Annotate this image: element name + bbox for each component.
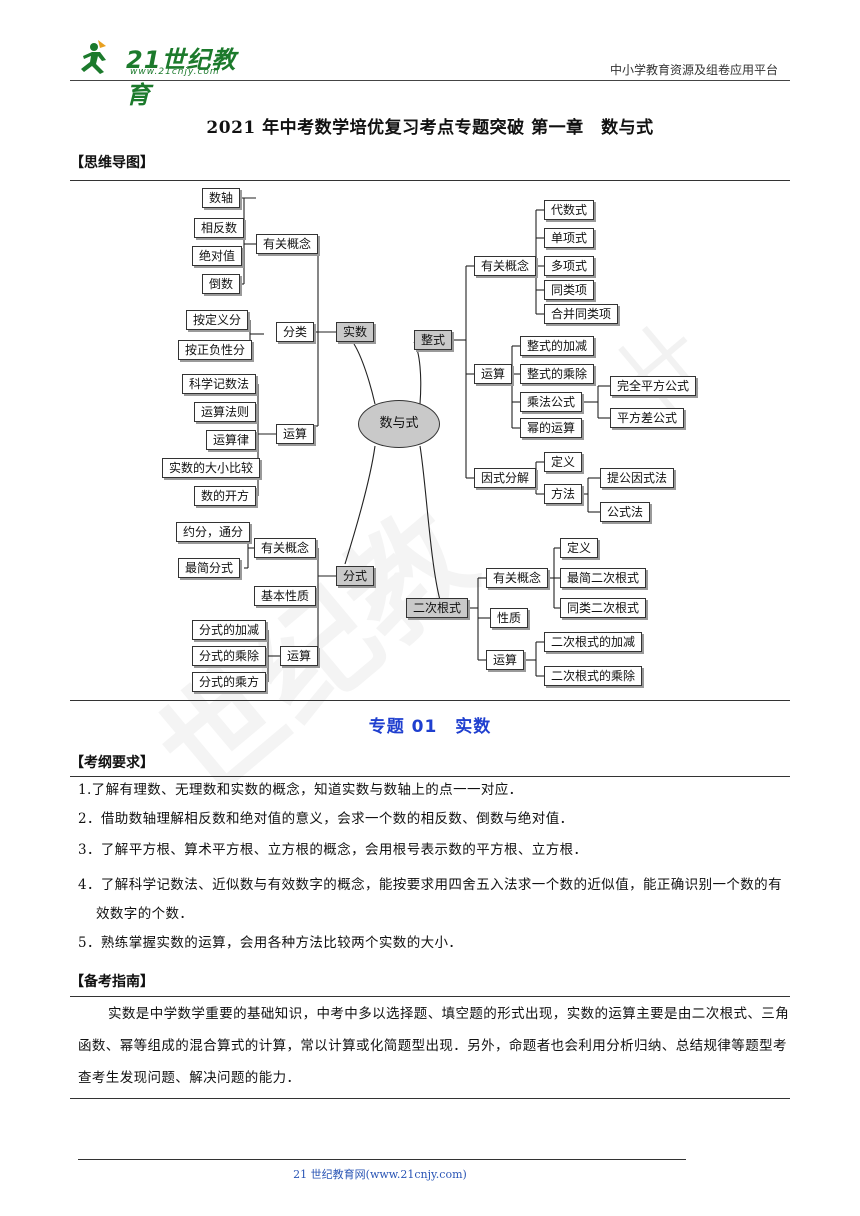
node-kaifang: 数的开方 bbox=[194, 486, 257, 506]
node-yinshi-fangfa: 方法 bbox=[544, 484, 583, 504]
mindmap-connectors bbox=[234, 197, 610, 683]
mind-map: 数与式 实数 有关概念 数轴 相反数 绝对值 倒数 分类 按定义分 按正负性分 … bbox=[70, 182, 790, 700]
platform-name: 中小学教育资源及组卷应用平台 bbox=[609, 63, 778, 77]
node-zuijian-fenshi: 最简分式 bbox=[178, 558, 241, 578]
node-daxiao-bijiao: 实数的大小比较 bbox=[162, 458, 261, 478]
logo: 21世纪教育 www.21cnjy.com bbox=[76, 36, 256, 109]
node-yinshi-dingyi: 定义 bbox=[544, 452, 583, 472]
requirement-item: 3．了解平方根、算术平方根、立方根的概念，会用根号表示数的平方根、立方根． bbox=[78, 842, 588, 858]
document-title: 2021 年中考数学培优复习考点专题突破 第一章 数与式 bbox=[206, 118, 654, 138]
node-shuzhou: 数轴 bbox=[202, 188, 241, 208]
node-zhengshi-yunsuan: 运算 bbox=[474, 364, 513, 384]
node-shishu-youguan: 有关概念 bbox=[256, 234, 319, 254]
node-zuijian-genshi: 最简二次根式 bbox=[560, 568, 647, 588]
requirement-item: 2．借助数轴理解相反数和绝对值的意义，会求一个数的相反数、倒数与绝对值． bbox=[78, 811, 574, 827]
node-genshi-yunsuan: 运算 bbox=[486, 650, 525, 670]
node-zhengshi-chengchu: 整式的乘除 bbox=[520, 364, 595, 384]
node-tigongyinshi: 提公因式法 bbox=[600, 468, 675, 488]
node-dingyi-fen: 按定义分 bbox=[186, 310, 249, 330]
node-fenshi-youguan: 有关概念 bbox=[254, 538, 317, 558]
node-juedui: 绝对值 bbox=[192, 246, 243, 266]
requirement-item: 4．了解科学记数法、近似数与有效数字的概念，能按要求用四舍五入法求一个数的近似值… bbox=[78, 877, 782, 922]
guide-label: 【备考指南】 bbox=[70, 974, 154, 990]
node-yinshi-fenjie: 因式分解 bbox=[474, 468, 537, 488]
node-mi-yunsuan: 幂的运算 bbox=[520, 418, 583, 438]
node-fenshi-jiajian: 分式的加减 bbox=[192, 620, 267, 640]
node-fenshi-chengchu: 分式的乘除 bbox=[192, 646, 267, 666]
node-tongleixiang: 同类项 bbox=[544, 280, 595, 300]
runner-icon bbox=[81, 40, 106, 74]
node-fenshi-yunsuan: 运算 bbox=[280, 646, 319, 666]
node-genshi-xingzhi: 性质 bbox=[490, 608, 529, 628]
node-zhengshi-youguan: 有关概念 bbox=[474, 256, 537, 276]
node-zhengfu-fen: 按正负性分 bbox=[178, 340, 253, 360]
logo-text: 21世纪教育 bbox=[126, 46, 237, 109]
node-fenshi-chengfang: 分式的乘方 bbox=[192, 672, 267, 692]
node-genshi-youguan: 有关概念 bbox=[486, 568, 549, 588]
node-daishushi: 代数式 bbox=[544, 200, 595, 220]
header-divider bbox=[70, 80, 790, 81]
node-genshi-dingyi: 定义 bbox=[560, 538, 599, 558]
node-shishu: 实数 bbox=[336, 322, 375, 342]
requirements-label: 【考纲要求】 bbox=[70, 755, 154, 771]
node-genshi-chengchu: 二次根式的乘除 bbox=[544, 666, 643, 686]
node-tonglei-genshi: 同类二次根式 bbox=[560, 598, 647, 618]
footer-divider bbox=[78, 1159, 686, 1160]
node-wanquan-pingfang: 完全平方公式 bbox=[610, 376, 697, 396]
node-xiangfanshu: 相反数 bbox=[194, 218, 245, 238]
node-fenshi: 分式 bbox=[336, 566, 375, 586]
section-divider bbox=[70, 700, 790, 701]
node-yunsuan-lv: 运算律 bbox=[206, 430, 257, 450]
node-erci-genshi: 二次根式 bbox=[406, 598, 469, 618]
guide-paragraph: 实数是中学数学重要的基础知识，中考中多以选择题、填空题的形式出现，实数的运算主要… bbox=[78, 1006, 790, 1086]
node-zhengshi: 整式 bbox=[414, 330, 453, 350]
section-divider bbox=[70, 1098, 790, 1099]
section-divider bbox=[70, 996, 790, 997]
page-header: 21世纪教育 www.21cnjy.com 中小学教育资源及组卷应用平台 bbox=[70, 30, 790, 109]
node-chengfa-gongshi: 乘法公式 bbox=[520, 392, 583, 412]
node-zhengshi-jiajian: 整式的加减 bbox=[520, 336, 595, 356]
node-danxiangshi: 单项式 bbox=[544, 228, 595, 248]
section-divider bbox=[70, 180, 790, 181]
node-hebing: 合并同类项 bbox=[544, 304, 619, 324]
logo-url: www.21cnjy.com bbox=[130, 67, 220, 77]
node-shishu-yunsuan: 运算 bbox=[276, 424, 315, 444]
topic-title: 专题 01 实数 bbox=[368, 717, 492, 737]
node-yunsuan-faze: 运算法则 bbox=[194, 402, 257, 422]
mindmap-label: 【思维导图】 bbox=[70, 155, 154, 171]
requirement-item: 1.了解有理数、无理数和实数的概念，知道实数与数轴上的点一一对应． bbox=[78, 782, 523, 798]
section-divider bbox=[70, 776, 790, 777]
node-gongshifa: 公式法 bbox=[600, 502, 651, 522]
node-jiben-xingzhi: 基本性质 bbox=[254, 586, 317, 606]
node-daoshu: 倒数 bbox=[202, 274, 241, 294]
requirement-item: 5．熟练掌握实数的运算，会用各种方法比较两个实数的大小． bbox=[78, 935, 463, 951]
footer-text: 21 世纪教育网(www.21cnjy.com) bbox=[293, 1168, 467, 1181]
node-fenlei: 分类 bbox=[276, 322, 315, 342]
node-kexue-jishu: 科学记数法 bbox=[182, 374, 257, 394]
mindmap-center: 数与式 bbox=[358, 400, 440, 448]
node-duoxiangshi: 多项式 bbox=[544, 256, 595, 276]
node-pingfangcha: 平方差公式 bbox=[610, 408, 685, 428]
node-yuefen: 约分，通分 bbox=[176, 522, 251, 542]
node-genshi-jiajian: 二次根式的加减 bbox=[544, 632, 643, 652]
